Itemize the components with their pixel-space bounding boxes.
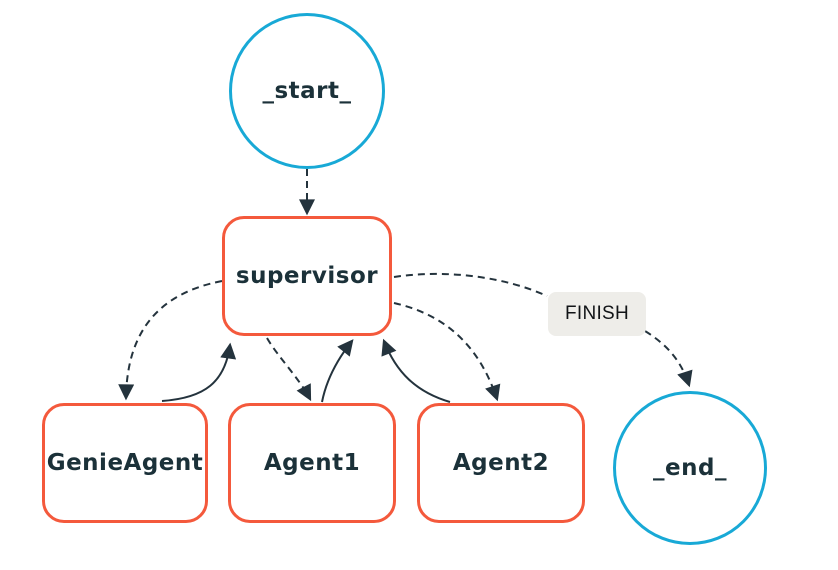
edge-agent2-to-supervisor xyxy=(381,338,451,403)
edge-supervisor-to-genieagent xyxy=(118,280,223,401)
edge-agent1-to-supervisor xyxy=(321,339,354,403)
node-genieagent: GenieAgent xyxy=(42,403,208,523)
node-end: _end_ xyxy=(613,391,767,545)
edge-genieagent-to-supervisor xyxy=(161,342,237,402)
node-start-label: _start_ xyxy=(262,78,352,104)
node-agent2-label: Agent2 xyxy=(452,450,550,476)
edge-label-finish-text: FINISH xyxy=(564,303,630,324)
node-supervisor-label: supervisor xyxy=(235,263,379,289)
node-start: _start_ xyxy=(229,13,385,169)
edge-finish-label-to-end xyxy=(644,330,693,388)
node-agent2: Agent2 xyxy=(417,403,585,523)
node-end-label: _end_ xyxy=(653,455,727,481)
edge-supervisor-to-finish-label xyxy=(393,272,548,297)
node-genieagent-label: GenieAgent xyxy=(46,450,204,476)
edge-supervisor-to-agent1 xyxy=(266,337,312,402)
node-supervisor: supervisor xyxy=(222,216,392,336)
node-agent1-label: Agent1 xyxy=(263,450,361,476)
edge-label-finish: FINISH xyxy=(548,292,646,336)
edge-supervisor-to-agent2 xyxy=(393,302,501,402)
node-agent1: Agent1 xyxy=(228,403,396,523)
